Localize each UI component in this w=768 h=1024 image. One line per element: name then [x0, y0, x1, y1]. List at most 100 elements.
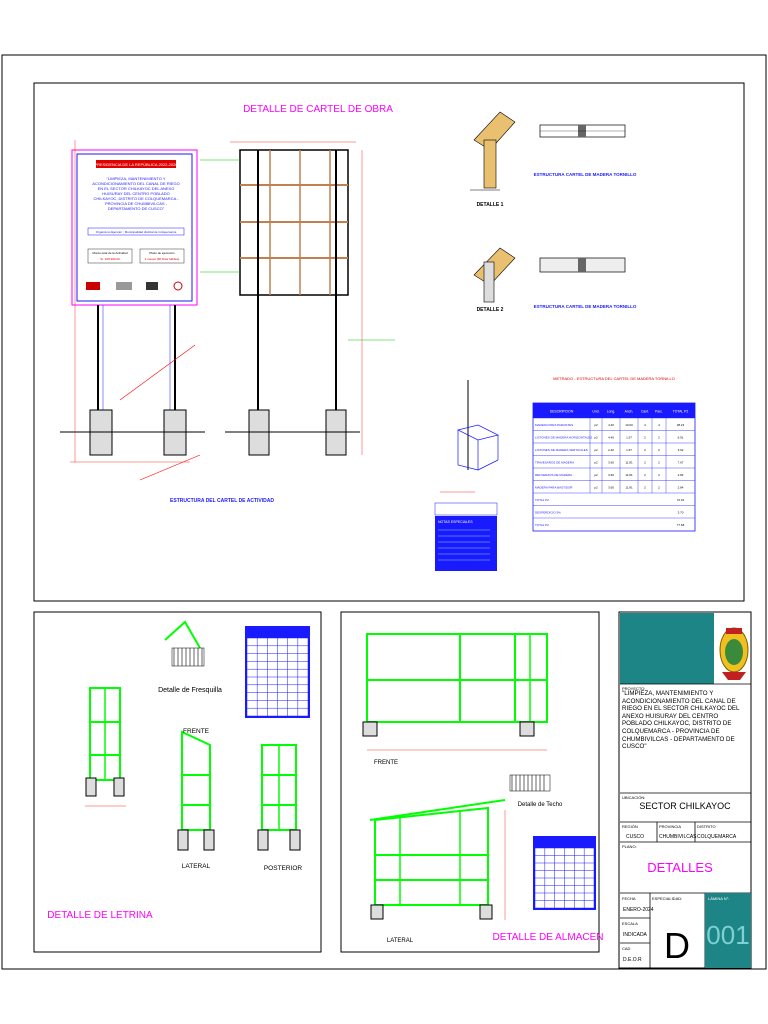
- coat-of-arms: [719, 627, 749, 680]
- label-posterior: POSTERIOR: [264, 865, 303, 872]
- title-cartel: DETALLE DE CARTEL DE OBRA: [243, 104, 393, 115]
- label-region: REGIÓN: [622, 824, 638, 829]
- sheet-border: [1, 54, 767, 970]
- metrado-cell: 4: [644, 423, 646, 427]
- metrado-header-cell: DESCRIPCION: [550, 410, 574, 414]
- almacen-table: [533, 836, 596, 910]
- sign-header-band: [96, 160, 176, 168]
- letrina-perspective: [85, 687, 126, 807]
- label-detalle-1: DETALLE 1: [477, 202, 504, 208]
- label-fresquilla: Detalle de Fresquilla: [158, 687, 222, 694]
- metrado-cell: 2.84: [678, 486, 684, 490]
- label-ubicacion: UBICACIÓN:: [622, 795, 645, 800]
- sign-header: PRESIDENCIA DE LA REPÚBLICA 2022-2026: [94, 162, 178, 167]
- metrado-cell: 2: [644, 473, 646, 477]
- fresquilla-detail: [164, 620, 205, 667]
- metrado-cell: 7.67: [678, 461, 684, 465]
- metrado-cell: MADERA PARA PARANTES: [535, 423, 573, 427]
- metrado-cell: LISTONES DE MADERA VERTICALES: [535, 448, 588, 452]
- metrado-cell: MADERA PARA BASTIDOR: [535, 486, 573, 490]
- label-especialidad: ESPECIALIDAD:: [652, 896, 682, 901]
- metrado-header-cell: TOTAL P2: [673, 410, 689, 414]
- metrado-cell: 2: [644, 461, 646, 465]
- detail-2: [473, 247, 516, 303]
- metrado-cell: 2: [644, 448, 646, 452]
- title-block-teal-band: [620, 613, 714, 684]
- label-fecha: FECHA: [622, 896, 636, 901]
- metrado-cell: p2: [594, 486, 598, 490]
- metrado-cell: p2: [594, 423, 598, 427]
- plano-value: DETALLES: [647, 860, 713, 875]
- metrado-cell: 4.40: [608, 423, 614, 427]
- metrado-cell: 2.84: [678, 473, 684, 477]
- tornillo-section-1: [539, 124, 626, 138]
- metrado-cell: p2: [594, 448, 598, 452]
- label-lateral-1: LATERAL: [182, 863, 211, 870]
- distrito-value: COLQUEMARCA: [697, 834, 737, 840]
- metrado-cell: 4.40: [608, 436, 614, 440]
- lamina-box: [705, 893, 751, 968]
- techo-detail: [509, 774, 551, 792]
- label-proyecto: PROYECTO:: [622, 686, 646, 691]
- metrado-cell: 3.60: [608, 473, 614, 477]
- title-letrina: DETALLE DE LETRINA: [47, 910, 153, 921]
- label-frente-1: FRENTE: [183, 728, 210, 735]
- fecha-value: ENERO-2024: [623, 907, 654, 913]
- label-provincia: PROVINCIA: [659, 824, 681, 829]
- label-distrito: DISTRITO: [697, 824, 716, 829]
- especialidad-value: D: [664, 925, 690, 966]
- sign-project-text: "LIMPIEZA, MANTENIMIENTO Y ACONDICIONAMI…: [92, 176, 180, 211]
- metrado-cell: 3.60: [608, 486, 614, 490]
- provincia-value: CHUMBIVILCAS: [659, 834, 697, 840]
- label-estructura-tornillo-1: ESTRUCTURA CARTEL DE MADERA TORNILLO: [534, 172, 637, 177]
- metrado-cell: 2: [658, 486, 660, 490]
- sign-time-value: 2 meses (60 Días hábiles): [145, 257, 180, 261]
- notas-box: NOTAS ESPECIALES: [434, 502, 498, 571]
- metrado-cell: 77.68: [677, 523, 685, 527]
- sign-executor: Organismo Ejecutor : Municipalidad distr…: [96, 230, 177, 234]
- almacen-lateral: [369, 799, 506, 920]
- metrado-title: METRADO - ESTRUCTURA DEL CARTEL DE MADER…: [553, 376, 675, 381]
- metrado-cell: 11.81: [625, 461, 633, 465]
- metrado-cell: 2.40: [608, 448, 614, 452]
- sign-time-label: Plazo de ejecución: [149, 251, 175, 255]
- detail-1: [470, 111, 516, 191]
- metrado-cell: 2: [644, 436, 646, 440]
- metrado-cell: 2: [644, 486, 646, 490]
- label-plano: PLANO:: [622, 844, 637, 849]
- label-lamina: LÁMINA N°:: [708, 896, 729, 901]
- title-block-project-text: "LIMPIEZA, MANTENIMIENTO Y ACONDICIONAMI…: [622, 690, 740, 750]
- label-detalle-2: DETALLE 2: [477, 307, 504, 313]
- metrado-cell: p2: [594, 436, 598, 440]
- metrado-cell: 72.91: [677, 498, 685, 502]
- cad-value: D.E.O.R: [623, 957, 642, 963]
- metrado-cell: p2: [594, 473, 598, 477]
- metrado-header-cell: Cant.: [641, 410, 649, 414]
- metrado-cell: 1.57: [626, 436, 632, 440]
- letrina-posterior: [257, 744, 301, 851]
- panel-almacen: [340, 611, 600, 953]
- metrado-cell: 4: [658, 423, 660, 427]
- panel-cartel: [33, 82, 745, 602]
- metrado-cell: 1.57: [626, 448, 632, 452]
- metrado-cell: TRAVESAÑOS DE MADERA: [535, 460, 574, 465]
- title-almacen: DETALLE DE ALMACEN: [493, 932, 604, 943]
- escala-value: INDICADA: [623, 932, 648, 938]
- metrado-cell: 38.24: [677, 423, 685, 427]
- metrado-cell: 3.62: [678, 448, 684, 452]
- metrado-cell: 6.91: [678, 436, 684, 440]
- label-estructura-actividad: ESTRUCTURA DEL CARTEL DE ACTIVIDAD: [170, 498, 274, 504]
- metrado-cell: 2: [658, 436, 660, 440]
- lamina-value: 001: [706, 920, 749, 950]
- metrado-header-cell: Parc.: [655, 410, 663, 414]
- metrado-cell: 11.81: [625, 486, 633, 490]
- sign-front-view: PRESIDENCIA DE LA REPÚBLICA 2022-2026 "L…: [60, 140, 205, 481]
- label-estructura-tornillo-2: ESTRUCTURA CARTEL DE MADERA TORNILLO: [534, 304, 637, 309]
- metrado-cell: 11.81: [625, 473, 633, 477]
- notas-title: NOTAS ESPECIALES: [438, 520, 473, 524]
- metrado-cell: p2: [594, 461, 598, 465]
- title-block: PROYECTO: "LIMPIEZA, MANTENIMIENTO Y ACO…: [618, 611, 752, 969]
- tornillo-section-2: [539, 257, 626, 273]
